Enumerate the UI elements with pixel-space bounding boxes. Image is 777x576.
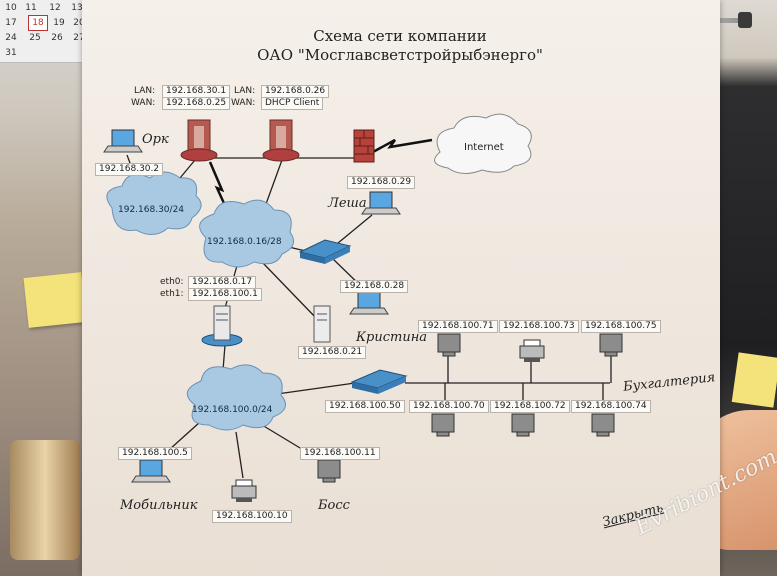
calendar-day[interactable]: 10 [5,3,17,13]
router1-lan-label: LAN: [134,86,156,96]
switch-1 [298,239,352,264]
router-2 [262,119,300,162]
cloud-192-168-0-16 [199,199,295,268]
calendar-today[interactable]: 18 [28,15,48,31]
internet-cloud [434,113,532,174]
router-1 [180,119,218,162]
calendar-day[interactable]: 12 [49,3,61,13]
cloud016-label: 192.168.0.16/28 [207,237,282,247]
title-line-1: Схема сети компании [313,27,487,45]
buh-73-ip: 192.168.100.73 [499,320,579,333]
calendar-day[interactable]: 31 [5,48,17,58]
buh-72-ip: 192.168.100.72 [490,400,570,413]
buh-74-ip: 192.168.100.74 [571,400,651,413]
printer-ip: 192.168.100.10 [212,510,292,523]
pc-buh-72 [511,413,535,437]
wireless-link-lightning [208,161,230,213]
switch-2 [350,369,408,394]
pc-buh-75 [599,333,623,357]
diagram-title: Схема сети компании ОАО "Мосглавсветстро… [250,27,550,65]
link-cloud100-switch2 [269,382,356,396]
eth0-label: eth0: [160,277,184,287]
laptop-orc [103,129,143,153]
boss-ip: 192.168.100.11 [300,447,380,460]
switch2-ip: 192.168.100.50 [325,400,405,413]
calendar-day[interactable]: 26 [51,33,63,43]
router2-lan-label: LAN: [234,86,256,96]
pc-boss [317,459,341,483]
calendar-day[interactable]: 27 [73,33,85,43]
kristina-name: Кристина [356,330,428,345]
lesha-ip: 192.168.0.29 [347,176,416,189]
mobile-ip: 192.168.100.5 [118,447,192,460]
calendar-widget: 10 11 12 13 17 18 19 20 24 25 26 27 31 [0,0,90,63]
laptop-mobile [131,459,171,483]
printer-buh-73 [519,339,545,362]
calendar-day[interactable]: 13 [71,3,83,13]
printer-192-168-100-10 [231,479,257,502]
link-cloud100-printer [235,431,244,479]
calendar-day[interactable]: 25 [29,33,41,43]
cloud30-label: 192.168.30/24 [118,205,185,215]
calendar-day[interactable]: 20 [73,18,85,28]
buh-71-ip: 192.168.100.71 [418,320,498,333]
router1-wan-label: WAN: [131,98,156,108]
lesha-name: Леша [328,196,367,211]
router2-wan-value: DHCP Client [261,97,324,110]
link-switch1-lesha [331,214,373,249]
router1-wan-ip: 192.168.0.25 [162,97,231,110]
pc-buh-70 [431,413,455,437]
buh-75-ip: 192.168.100.75 [581,320,661,333]
pc-buh-71 [437,333,461,357]
router2-wan-label: WAN: [231,98,256,108]
calendar-day[interactable]: 17 [5,18,17,28]
laptop-lesha [361,191,401,215]
calendar-day[interactable]: 24 [5,33,17,43]
cloud-192-168-30 [106,171,202,235]
internet-label: Internet [464,142,504,153]
cloud100-label: 192.168.100.0/24 [192,405,273,415]
calendar-day[interactable]: 19 [53,18,65,28]
pc-buh-74 [591,413,615,437]
title-line-2: ОАО "Мосглавсветстройрыбэнерго" [257,46,543,64]
calendar-day[interactable]: 11 [25,3,37,13]
laptop-kristina [349,291,389,315]
gateway-server [201,305,243,347]
link-cloud016-server2 [261,261,319,321]
volume-slider-knob[interactable] [738,12,752,28]
server-192-168-0-21 [313,305,331,343]
eth1-label: eth1: [160,289,184,299]
coffee-mug-decoration [10,440,80,560]
mobile-name: Мобильник [120,498,198,513]
internet-link-lightning [372,138,433,154]
boss-name: Босс [318,498,350,513]
server2-ip: 192.168.0.21 [298,346,367,359]
cloud-192-168-100 [186,364,286,431]
firewall-icon [353,129,375,163]
buh-70-ip: 192.168.100.70 [409,400,489,413]
kristina-ip: 192.168.0.28 [340,280,409,293]
orc-ip: 192.168.30.2 [95,163,164,176]
eth1-ip: 192.168.100.1 [188,288,262,301]
orc-name: Орк [142,132,169,147]
